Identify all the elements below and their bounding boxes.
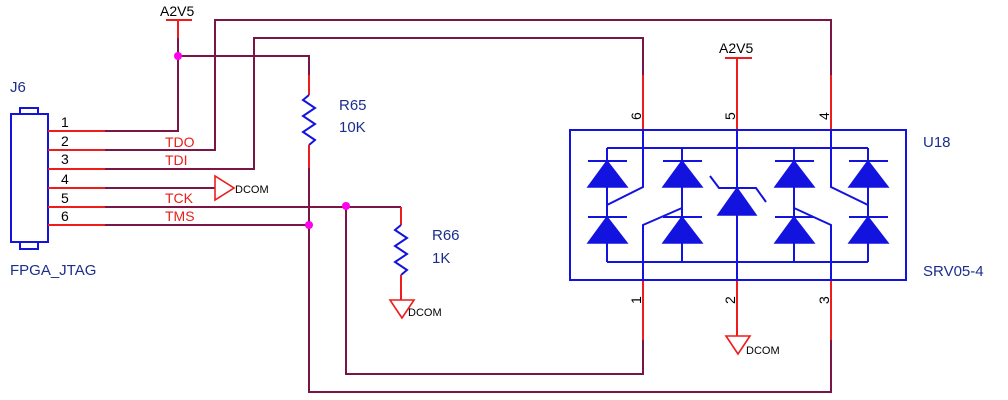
ground-icon xyxy=(724,335,752,356)
ic-pin-number: 3 xyxy=(816,296,832,304)
ic-value: SRV05-4 xyxy=(923,263,984,280)
ground-dcom-j6[interactable]: DCOM xyxy=(214,174,269,202)
net-label-tdo: TDO xyxy=(165,134,195,150)
resistor-value: 1K xyxy=(432,250,450,267)
connector-ref: J6 xyxy=(10,79,26,96)
ic-u18[interactable]: 6 5 4 1 2 3 U18 SRV05-4 xyxy=(569,58,984,340)
tvs-diode-icon xyxy=(773,215,816,244)
net-label-tck: TCK xyxy=(165,190,194,206)
wire-tms-u18 xyxy=(308,168,832,393)
connector-value: FPGA_JTAG xyxy=(10,262,96,279)
ic-tap-pin4 xyxy=(830,130,869,206)
ground-label: DCOM xyxy=(235,184,269,196)
resistor-r66[interactable]: R66 1K xyxy=(393,207,460,300)
ic-pin-number: 5 xyxy=(722,112,738,120)
ic-tap-pin1 xyxy=(642,207,683,280)
connector-bottom-tab xyxy=(19,241,39,250)
tvs-diode-icon xyxy=(661,215,704,244)
ic-tap-pin6 xyxy=(606,130,644,206)
resistor-zigzag-icon xyxy=(393,224,409,276)
pin-number: 5 xyxy=(61,190,69,206)
pin-number: 4 xyxy=(61,171,69,187)
pin-number: 6 xyxy=(61,208,69,224)
ic-ref: U18 xyxy=(923,134,951,151)
wire-tck-u18 xyxy=(345,207,644,375)
net-label-tms: TMS xyxy=(165,208,195,224)
tvs-diode-icon xyxy=(847,159,890,188)
tvs-diode-icon xyxy=(586,215,629,244)
ic-pin-number: 4 xyxy=(816,112,832,120)
resistor-value: 10K xyxy=(339,119,366,136)
power-a2v5-left[interactable]: A2V5 xyxy=(160,3,194,38)
pin-number: 1 xyxy=(61,114,69,130)
connector-body xyxy=(10,113,49,243)
wire-tdo xyxy=(105,19,832,151)
zener-diode-icon xyxy=(709,175,767,216)
resistor-zigzag-icon xyxy=(301,94,317,146)
resistor-r65[interactable]: R65 10K xyxy=(301,75,367,168)
power-a2v5-right[interactable]: A2V5 xyxy=(719,40,753,59)
ground-label: DCOM xyxy=(408,307,442,319)
junction-dot xyxy=(342,202,350,210)
resistor-ref: R65 xyxy=(339,97,367,114)
wire-tdi xyxy=(105,37,644,170)
pin-number: 3 xyxy=(61,151,69,167)
ground-label: DCOM xyxy=(746,345,780,357)
ground-dcom-u18[interactable]: DCOM xyxy=(724,335,780,357)
tvs-diode-icon xyxy=(661,159,704,188)
ground-icon xyxy=(388,299,416,320)
connector-j6[interactable]: J6 FPGA_JTAG 1 2 3 4 5 6 xyxy=(10,79,105,279)
tvs-diode-icon xyxy=(773,159,816,188)
junction-dot xyxy=(174,52,182,60)
junction-dot xyxy=(305,221,313,229)
tvs-diode-icon xyxy=(847,215,890,244)
wire-pin1-vcc xyxy=(105,38,179,132)
power-label: A2V5 xyxy=(719,40,753,56)
ic-pin-number: 1 xyxy=(628,296,644,304)
ic-tap-pin3 xyxy=(793,207,832,280)
power-label: A2V5 xyxy=(160,3,194,19)
net-label-tdi: TDI xyxy=(165,152,188,168)
ic-pin-number: 2 xyxy=(722,296,738,304)
ground-icon xyxy=(214,174,236,202)
pin-number: 2 xyxy=(61,133,69,149)
wires xyxy=(105,19,832,393)
wire-vcc-r65 xyxy=(178,55,310,75)
ic-pin-number: 6 xyxy=(628,112,644,120)
tvs-diode-icon xyxy=(586,159,629,188)
resistor-ref: R66 xyxy=(432,227,460,244)
ground-dcom-r66[interactable]: DCOM xyxy=(388,299,442,320)
